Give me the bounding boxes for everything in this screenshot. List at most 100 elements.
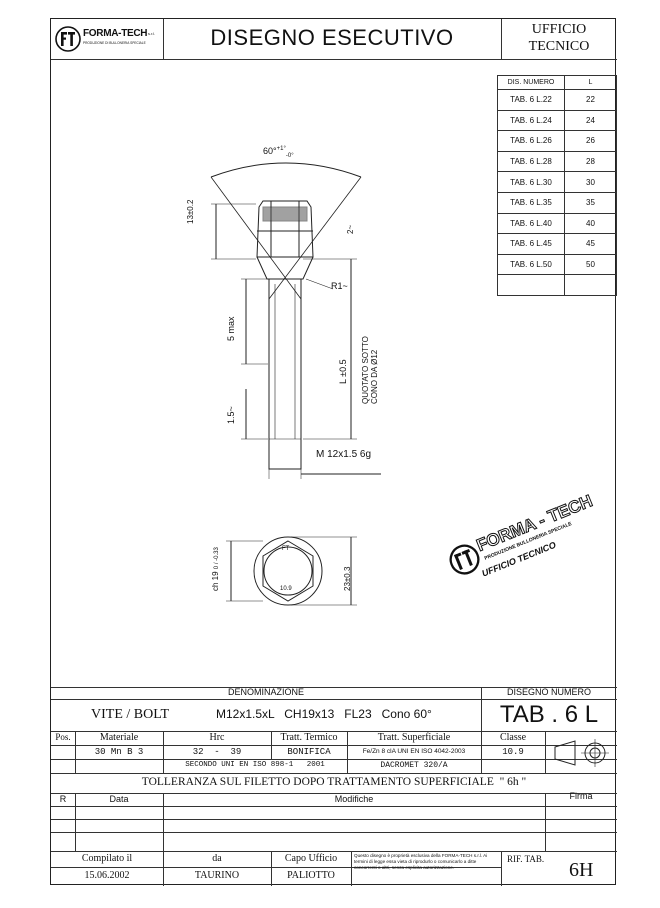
quoted-line-2: CONO DA Ø12 [370, 349, 379, 404]
radius-label: R1~ [331, 281, 348, 291]
cell-l: 28 [564, 150, 617, 173]
flange-circle [253, 536, 323, 606]
compilato-label: Compilato il [81, 853, 133, 864]
capo-ufficio-label: Capo Ufficio [284, 853, 338, 864]
hex-outline [262, 540, 314, 602]
bolt-drawing [210, 162, 381, 606]
col-header-modifiche: Modifiche [334, 794, 374, 804]
cell-l: 26 [564, 130, 617, 152]
cell-l: 50 [564, 253, 617, 276]
angle-tol-bottom: -0° [285, 152, 294, 159]
ownership-notice: Questo disegno è proprietà esclusiva del… [354, 853, 488, 870]
tratt-termico-value: BONIFICA [287, 747, 331, 757]
col-header-l: L [564, 75, 617, 90]
logo-suffix: s.r.l. [148, 31, 156, 36]
capo-ufficio-value: PALIOTTO [287, 870, 335, 881]
cell-dis-numero: TAB. 6 L.28 [497, 150, 565, 173]
company-stamp: FORMA - TECH PRODUZIONE BULLONERIA SPECI… [436, 477, 596, 594]
cell-dis-numero: TAB. 6 L.45 [497, 233, 565, 255]
rif-tab-value: 6H [569, 859, 594, 881]
tolerance-note: TOLLERANZA SUL FILETTO DOPO TRATTAMENTO … [141, 776, 527, 788]
da-label: da [212, 853, 222, 864]
cell-dis-numero [497, 274, 565, 296]
cell-dis-numero: TAB. 6 L.24 [497, 109, 565, 132]
angle-tol-top: +1° [276, 146, 286, 152]
coating-value: DACROMET 320/A [380, 761, 448, 770]
grade-mark-label: 10.9 [280, 586, 292, 592]
denominazione-label: DENOMINAZIONE [227, 687, 304, 697]
col-header-materiale: Materiale [99, 732, 139, 743]
cell-l [564, 274, 617, 296]
logo-text: FORMA-TECH [83, 28, 148, 39]
cone-line-left [210, 176, 302, 300]
head-mark-label: FT [282, 546, 290, 552]
cell-dis-numero: TAB. 6 L.40 [497, 212, 565, 235]
hex-size-label: ch 19 0 / -0.33 [211, 547, 220, 591]
col-header-tratt-termico: Tratt. Termico [280, 732, 338, 743]
stamp-logo-icon [449, 544, 480, 575]
angle-arc [210, 162, 362, 178]
part-name: VITE / BOLT [91, 707, 170, 722]
office-label: UFFICIO TECNICO [501, 21, 617, 55]
cell-l: 22 [564, 89, 617, 111]
angle-label: 60°+1°-0° [263, 146, 294, 159]
drawing-sheet: FORMA-TECH s.r.l. PRODUZIONE DI BULLONER… [50, 18, 617, 886]
rif-tab-label: RIF. TAB. [507, 854, 545, 864]
cell-dis-numero: TAB. 6 L.35 [497, 191, 565, 214]
col-header-classe: Classe [499, 732, 527, 743]
radius-leader [305, 278, 334, 290]
bolt-cone [256, 256, 314, 280]
office-line-1: UFFICIO [531, 22, 587, 37]
standard-value: SECONDO UNI EN ISO 898-1 2001 [185, 761, 325, 769]
disegno-numero-label: DISEGNO NUMERO [506, 687, 591, 697]
hex-size-value: ch 19 [211, 571, 220, 591]
office-line-2: TECNICO [528, 39, 590, 54]
col-header-firma: Firma [569, 791, 593, 801]
col-header-r: R [59, 794, 67, 804]
tratt-superficiale-value: Fe/Zn 8 clA UNI EN ISO 4042-2003 [362, 748, 466, 755]
cell-l: 24 [564, 109, 617, 132]
five-max-label: 5 max [226, 316, 236, 341]
part-spec: M12x1.5xL CH19x13 FL23 Cono 60° [216, 707, 432, 721]
hrc-value: 32 - 39 [192, 747, 242, 757]
bolt-shank [268, 278, 302, 470]
col-header-dis-numero: DIS. NUMERO [497, 75, 565, 90]
cell-dis-numero: TAB. 6 L.30 [497, 171, 565, 193]
cell-l: 45 [564, 233, 617, 255]
thread-end-label: 1.5~ [226, 406, 236, 424]
quoted-line-1: QUOTATO SOTTO [361, 336, 370, 404]
length-label: L ±0.5 [338, 359, 348, 384]
cell-dis-numero: TAB. 6 L.50 [497, 253, 565, 276]
ft-logo-icon [55, 26, 81, 52]
cell-l: 35 [564, 191, 617, 214]
cell-l: 40 [564, 212, 617, 235]
col-header-tratt-superficiale: Tratt. Superficiale [377, 732, 451, 743]
hex-size-tol: 0 / -0.33 [214, 547, 220, 570]
cell-dis-numero: TAB. 6 L.26 [497, 130, 565, 152]
classe-value: 10.9 [502, 747, 524, 757]
cell-dis-numero: TAB. 6 L.22 [497, 89, 565, 111]
drawing-number: TAB . 6 L [499, 701, 599, 728]
col-header-hrc: Hrc [209, 732, 225, 743]
sheet-title: DISEGNO ESECUTIVO [210, 25, 454, 50]
projection-symbol-icon [554, 739, 609, 767]
materiale-value: 30 Mn B 3 [94, 747, 144, 757]
cell-l: 30 [564, 171, 617, 193]
da-value: TAURINO [194, 870, 240, 881]
col-header-data: Data [109, 794, 129, 804]
angle-value: 60° [263, 146, 277, 156]
table-header-row: DIS. NUMERO L [497, 75, 617, 90]
col-header-pos: Pos. [55, 732, 71, 742]
chamfer-label: 2~ [346, 224, 355, 234]
logo-subtitle: PRODUZIONE DI BULLONERIA SPECIALE [83, 41, 146, 45]
